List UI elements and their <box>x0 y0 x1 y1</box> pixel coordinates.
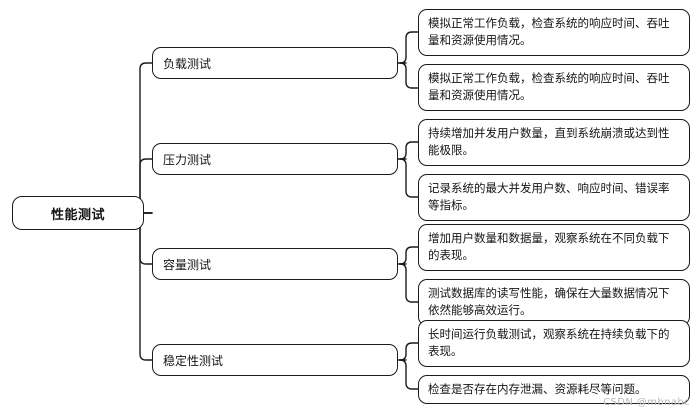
mindmap-root-node[interactable]: 性能测试 <box>12 196 144 230</box>
connector-branch-1-to-leaf-0 <box>399 141 419 160</box>
connector-branch-0-to-leaf-0 <box>399 31 419 64</box>
connector-branch-2-to-leaf-0 <box>399 246 419 265</box>
mindmap-leaf-node-2-1[interactable]: 测试数据库的读写性能，确保在大量数据情况下依然能够高效运行。 <box>418 279 690 326</box>
leaf-node-text: 记录系统的最大并发用户数、响应时间、错误率等指标。 <box>428 181 670 212</box>
leaf-node-text: 模拟正常工作负载，检查系统的响应时间、吞吐量和资源使用情况。 <box>428 71 670 102</box>
mindmap-leaf-node-0-0[interactable]: 模拟正常工作负载，检查系统的响应时间、吞吐量和资源使用情况。 <box>418 9 690 56</box>
connector-branch-1-to-leaf-1 <box>399 158 419 198</box>
connector-branch-0-to-leaf-1 <box>399 62 419 89</box>
leaf-node-text: 检查是否存在内存泄漏、资源耗尽等问题。 <box>428 381 647 396</box>
connector-branch-2-to-leaf-1 <box>399 263 419 303</box>
connector-branch-3-to-leaf-1 <box>399 359 419 390</box>
mindmap-branch-node-3[interactable]: 稳定性测试 <box>152 344 398 376</box>
leaf-node-text: 测试数据库的读写性能，确保在大量数据情况下依然能够高效运行。 <box>428 286 670 317</box>
root-node-label: 性能测试 <box>50 207 105 223</box>
leaf-node-text: 长时间运行负载测试，观察系统在持续负载下的表现。 <box>428 327 670 358</box>
mindmap-leaf-node-2-0[interactable]: 增加用户数量和数据量，观察系统在不同负载下的表现。 <box>418 224 690 271</box>
mindmap-leaf-node-1-1[interactable]: 记录系统的最大并发用户数、响应时间、错误率等指标。 <box>418 174 690 221</box>
connector-branch-3-to-leaf-0 <box>399 342 419 361</box>
branch-node-label: 容量测试 <box>163 257 212 272</box>
connector-root-to-branch-1 <box>139 158 153 214</box>
branch-node-label: 负载测试 <box>163 56 212 71</box>
leaf-node-text: 增加用户数量和数据量，观察系统在不同负载下的表现。 <box>428 231 670 262</box>
mindmap-branch-node-0[interactable]: 负载测试 <box>152 47 398 79</box>
mindmap-leaf-node-3-0[interactable]: 长时间运行负载测试，观察系统在持续负载下的表现。 <box>418 320 690 367</box>
leaf-node-text: 持续增加并发用户数量，直到系统崩溃或达到性能极限。 <box>428 126 670 157</box>
mindmap-leaf-node-3-1[interactable]: 检查是否存在内存泄漏、资源耗尽等问题。 <box>418 375 690 404</box>
leaf-node-text: 模拟正常工作负载，检查系统的响应时间、吞吐量和资源使用情况。 <box>428 16 670 47</box>
mindmap-leaf-node-1-0[interactable]: 持续增加并发用户数量，直到系统崩溃或达到性能极限。 <box>418 119 690 166</box>
mindmap-leaf-node-0-1[interactable]: 模拟正常工作负载，检查系统的响应时间、吞吐量和资源使用情况。 <box>418 64 690 111</box>
mindmap-branch-node-1[interactable]: 压力测试 <box>152 143 398 175</box>
connector-root-to-branch-3 <box>139 212 153 361</box>
mindmap-branch-node-2[interactable]: 容量测试 <box>152 248 398 280</box>
connector-root-to-branch-0 <box>139 62 153 214</box>
branch-node-label: 压力测试 <box>163 152 212 167</box>
watermark-text: CSDN @mbnabc <box>603 397 690 408</box>
branch-node-label: 稳定性测试 <box>163 353 224 368</box>
